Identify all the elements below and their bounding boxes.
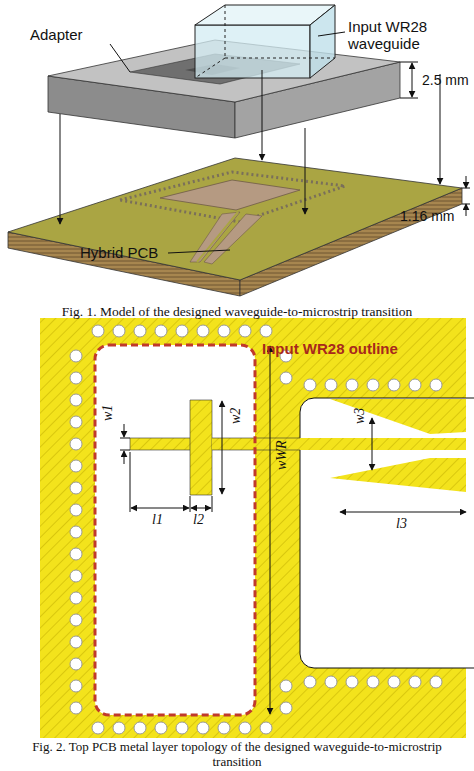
via-hole	[430, 676, 442, 688]
via-hole	[280, 702, 292, 714]
outline-label: Input WR28 outline	[262, 340, 398, 357]
hybrid-pcb	[8, 158, 462, 296]
via-hole	[260, 325, 272, 337]
via-hole	[113, 722, 125, 734]
via-hole	[70, 592, 82, 604]
via-hole	[113, 325, 125, 337]
via-hole	[176, 722, 188, 734]
dimension-label: l1	[152, 512, 163, 528]
via-hole	[70, 614, 82, 626]
via-hole	[325, 379, 337, 391]
via-hole	[218, 325, 230, 337]
via-hole	[70, 482, 82, 494]
via-hole	[70, 504, 82, 516]
wr28-waveguide	[195, 5, 335, 78]
via-hole	[70, 658, 82, 670]
via-hole	[70, 350, 82, 362]
dimension-label: l2	[193, 512, 204, 528]
via-hole	[70, 416, 82, 428]
via-hole	[304, 379, 316, 391]
via-hole	[430, 379, 442, 391]
via-hole	[218, 722, 230, 734]
via-hole	[325, 676, 337, 688]
via-hole	[176, 325, 188, 337]
via-hole	[239, 325, 251, 337]
via-hole	[197, 722, 209, 734]
dimension-label: w3	[352, 408, 368, 424]
dimension-label: 1.16 mm	[400, 208, 454, 224]
via-hole	[70, 394, 82, 406]
via-hole	[367, 379, 379, 391]
via-hole	[70, 460, 82, 472]
via-hole	[409, 676, 421, 688]
dimension-label: 2.5 mm	[422, 72, 469, 88]
via-hole	[134, 722, 146, 734]
via-hole	[197, 325, 209, 337]
via-hole	[70, 526, 82, 538]
via-hole	[70, 702, 82, 714]
via-hole	[239, 722, 251, 734]
via-hole	[155, 325, 167, 337]
figure-caption: Fig. 1. Model of the designed waveguide-…	[10, 304, 464, 320]
via-hole	[409, 379, 421, 391]
dimension-label: w2	[228, 408, 244, 424]
via-hole	[70, 570, 82, 582]
part-label: Adapter	[30, 26, 83, 43]
via-hole	[367, 676, 379, 688]
via-hole	[304, 676, 316, 688]
via-hole	[92, 722, 104, 734]
via-hole	[388, 379, 400, 391]
via-hole	[346, 379, 358, 391]
via-hole	[134, 325, 146, 337]
part-label: Input WR28 waveguide	[348, 18, 458, 53]
pcb-top-layer	[40, 318, 474, 738]
via-hole	[155, 722, 167, 734]
via-hole	[92, 325, 104, 337]
via-hole	[280, 680, 292, 692]
dimension-lines	[120, 346, 466, 714]
part-label: Hybrid PCB	[80, 244, 158, 261]
via-hole	[280, 372, 292, 384]
via-hole	[346, 676, 358, 688]
via-hole	[70, 680, 82, 692]
leader-lines	[60, 32, 470, 253]
via-hole	[70, 372, 82, 384]
via-hole	[70, 548, 82, 560]
via-hole	[70, 636, 82, 648]
dimension-label: w1	[100, 405, 116, 421]
dimension-label: wWR	[274, 440, 290, 470]
via-hole	[260, 722, 272, 734]
via-hole	[388, 676, 400, 688]
via-hole	[70, 438, 82, 450]
dimension-label: l3	[396, 516, 407, 532]
figure-caption: Fig. 2. Top PCB metal layer topology of …	[14, 740, 460, 770]
